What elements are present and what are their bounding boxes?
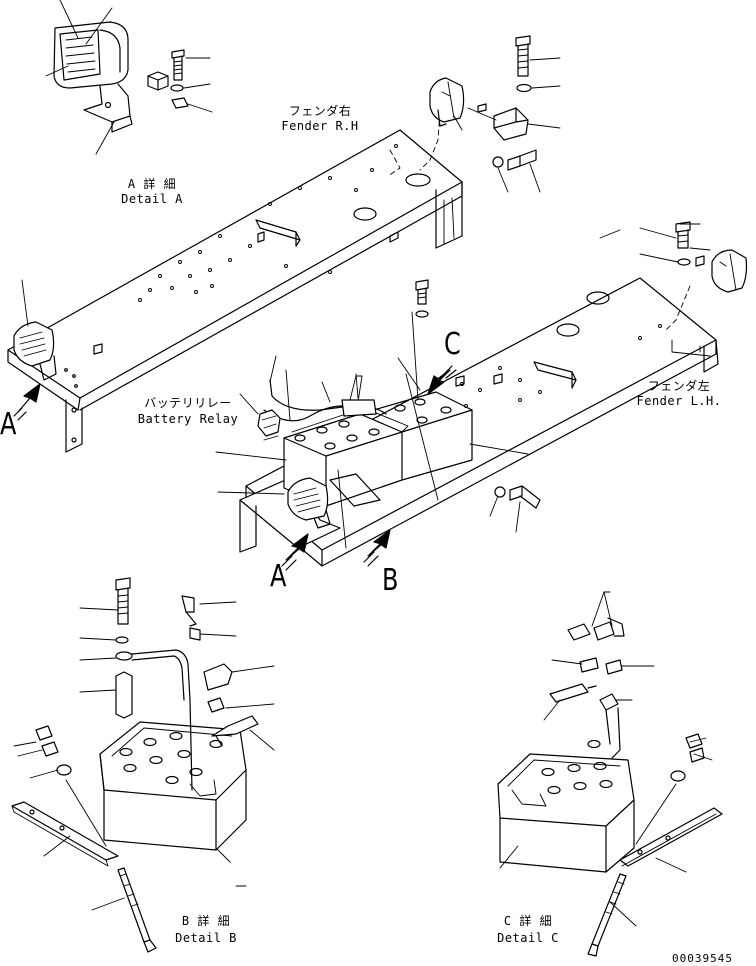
- fender-rh-lamp: [429, 35, 561, 193]
- fender-rh-illustration: [7, 111, 463, 453]
- detail-a-illustration: [45, 0, 213, 155]
- detail-b-title-jp: B 詳 細: [181, 914, 231, 928]
- label-leaders: [285, 115, 711, 421]
- fender-lh-title-en: Fender L.H.: [636, 394, 722, 408]
- detail-a-title-jp: A 詳 細: [127, 177, 177, 191]
- detail-b-title-en: Detail B: [175, 931, 237, 945]
- arrow-b-bottom: [367, 529, 391, 557]
- battery-relay-title-jp: バッテリリレー: [144, 396, 232, 410]
- battery-relay-title-en: Battery Relay: [137, 412, 239, 426]
- detail-c-title-jp: C 詳 細: [503, 914, 553, 928]
- fender-rh-title-en: Fender R.H: [281, 119, 359, 133]
- view-arrows: [13, 365, 457, 571]
- drawing-number: 00039545: [672, 952, 733, 965]
- arrow-c-top: [427, 369, 451, 395]
- detail-c-title-en: Detail C: [497, 931, 559, 945]
- view-letter-c-top: C: [444, 327, 461, 362]
- arrow-a-left: [17, 383, 41, 413]
- arrow-a-bottom: [285, 533, 309, 561]
- view-letter-a-bottom: A: [270, 559, 287, 594]
- view-letter-a-left: A: [0, 407, 17, 442]
- battery-assembly: [215, 279, 541, 553]
- fender-rh-title-jp: フェンダ右: [288, 104, 352, 118]
- fender-lh-title-jp: フェンダ左: [647, 379, 711, 393]
- detail-a-title-en: Detail A: [121, 192, 183, 206]
- view-letter-b-bottom: B: [382, 563, 399, 598]
- detail-c-illustration: [497, 591, 723, 957]
- detail-b-illustration: [11, 577, 275, 953]
